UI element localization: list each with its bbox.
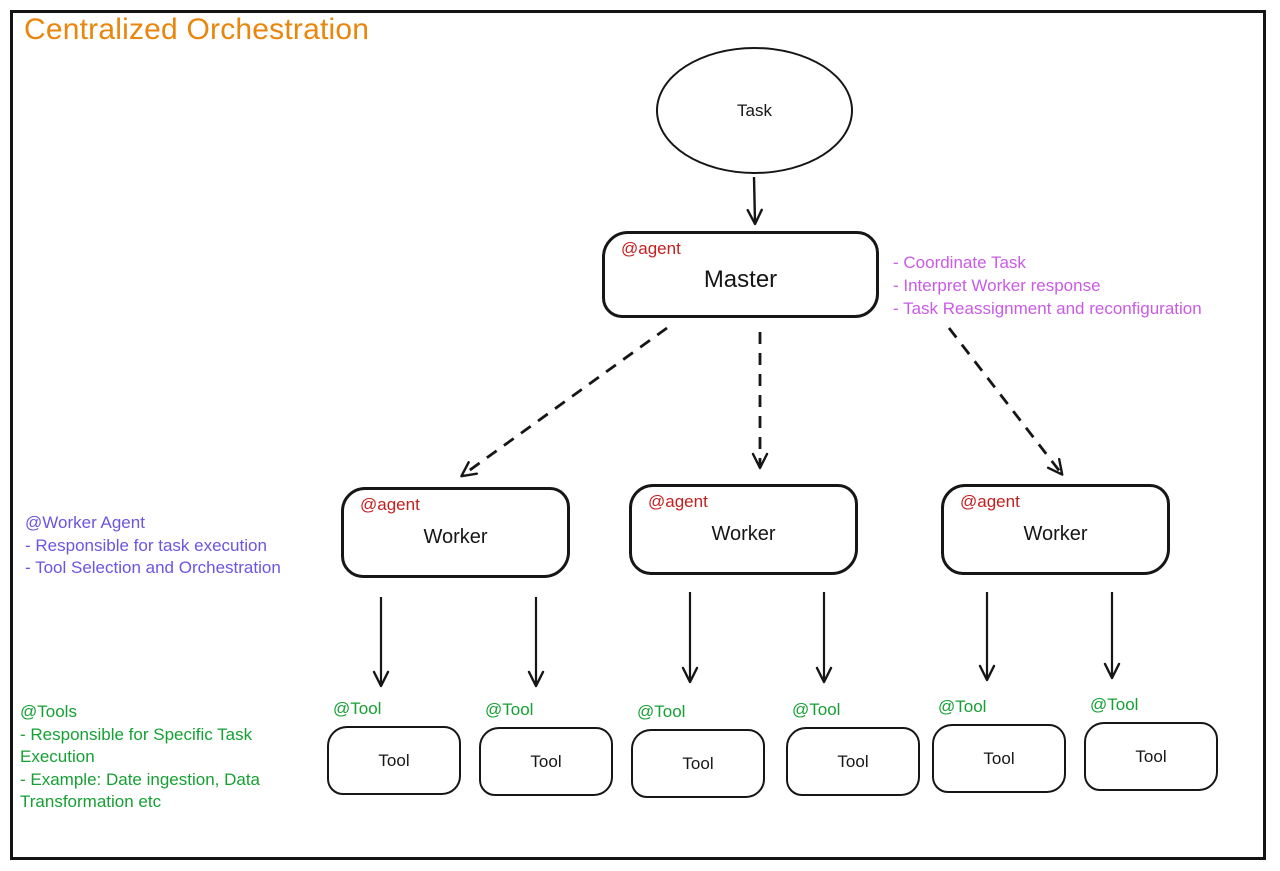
task-node: Task <box>656 47 853 174</box>
tool1-tag: @Tool <box>333 699 382 718</box>
tool4-label: Tool <box>837 751 869 771</box>
master-node: @agent Master <box>602 231 879 318</box>
worker1-agent-tag: @agent <box>360 495 420 514</box>
tool-node-5: Tool <box>932 724 1066 793</box>
tool4-tag: @Tool <box>792 700 841 719</box>
worker1-label: Worker <box>423 526 488 548</box>
tool3-tag: @Tool <box>637 702 686 721</box>
tool-node-6: Tool <box>1084 722 1218 791</box>
tool5-tag: @Tool <box>938 697 987 716</box>
worker3-label: Worker <box>1023 523 1088 545</box>
master-agent-tag: @agent <box>621 239 681 258</box>
tool-node-1: Tool <box>327 726 461 795</box>
worker2-agent-tag: @agent <box>648 492 708 511</box>
tool-node-4: Tool <box>786 727 920 796</box>
tool1-label: Tool <box>378 750 410 770</box>
tool6-tag: @Tool <box>1090 695 1139 714</box>
worker-node-2: @agent Worker <box>629 484 858 575</box>
tool3-label: Tool <box>682 753 714 773</box>
master-notes: - Coordinate Task - Interpret Worker res… <box>893 251 1202 320</box>
master-note-line: - Task Reassignment and reconfiguration <box>893 299 1202 318</box>
tool-node-3: Tool <box>631 729 765 798</box>
worker2-label: Worker <box>711 523 776 545</box>
master-note-line: - Coordinate Task <box>893 253 1026 272</box>
worker-notes: @Worker Agent - Responsible for task exe… <box>25 512 281 580</box>
master-note-line: - Interpret Worker response <box>893 276 1101 295</box>
tool2-label: Tool <box>530 751 562 771</box>
master-node-label: Master <box>703 265 778 293</box>
tool-note-line: - Example: Date ingestion, Data Transfor… <box>20 769 261 812</box>
tool2-tag: @Tool <box>485 700 534 719</box>
worker-note-line: - Tool Selection and Orchestration <box>25 558 281 577</box>
worker-node-3: @agent Worker <box>941 484 1170 575</box>
tool5-label: Tool <box>983 748 1015 768</box>
tool-node-2: Tool <box>479 727 613 796</box>
diagram-border <box>10 10 1266 860</box>
diagram-title: Centralized Orchestration <box>24 13 370 46</box>
tool6-label: Tool <box>1135 746 1167 766</box>
tool-note-line: @Tools <box>20 702 77 721</box>
worker-note-line: - Responsible for task execution <box>25 535 267 555</box>
worker-note-line: @Worker Agent <box>25 513 145 532</box>
tool-note-line: - Responsible for Specific Task Executio… <box>20 724 253 767</box>
worker-node-1: @agent Worker <box>341 487 570 578</box>
tool-notes: @Tools - Responsible for Specific Task E… <box>20 701 314 814</box>
worker3-agent-tag: @agent <box>960 492 1020 511</box>
task-node-label: Task <box>737 100 772 120</box>
